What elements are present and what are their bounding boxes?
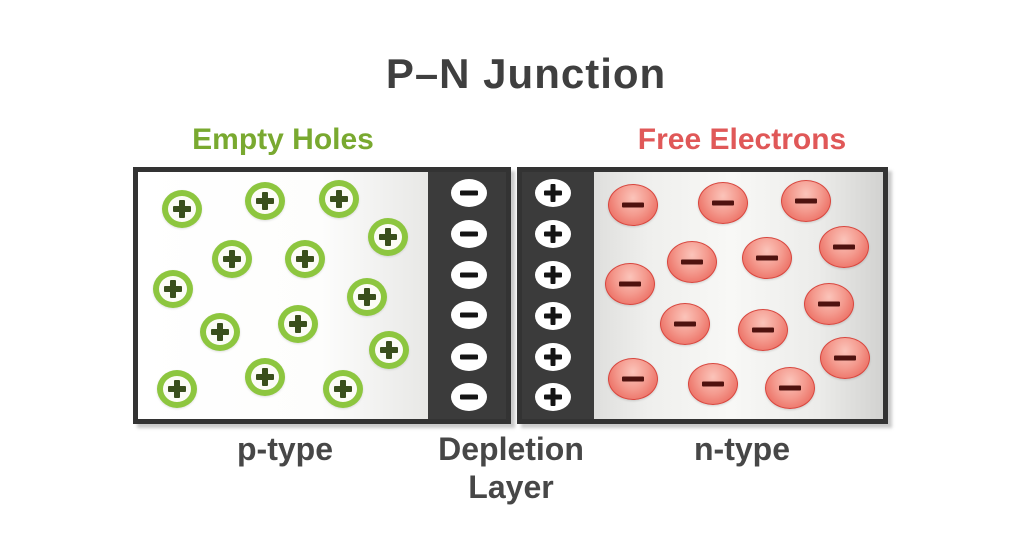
plus-icon — [535, 343, 571, 371]
minus-icon — [451, 301, 487, 329]
electron-particle — [688, 363, 738, 405]
diagram-title: P–N Junction — [385, 50, 667, 97]
minus-icon — [606, 264, 654, 304]
minus-icon — [668, 242, 716, 282]
minus-icon — [609, 359, 657, 399]
plus-icon — [353, 284, 381, 310]
minus-icon — [451, 261, 487, 289]
hole-particle — [278, 305, 318, 343]
minus-icon — [451, 179, 487, 207]
positive-ion — [535, 261, 571, 289]
negative-ion — [451, 179, 487, 207]
negative-ion — [451, 383, 487, 411]
plus-icon — [168, 196, 196, 222]
minus-icon — [451, 220, 487, 248]
hole-particle — [157, 370, 197, 408]
plus-icon — [291, 246, 319, 272]
minus-icon — [689, 364, 737, 404]
negative-ion — [451, 343, 487, 371]
hole-particle — [368, 218, 408, 256]
n-type-label: n-type — [694, 431, 790, 467]
electron-particle — [820, 337, 870, 379]
plus-icon — [329, 376, 357, 402]
minus-icon — [820, 227, 868, 267]
positive-ion — [535, 383, 571, 411]
minus-icon — [451, 343, 487, 371]
plus-icon — [251, 364, 279, 390]
electron-particle — [819, 226, 869, 268]
plus-icon — [374, 224, 402, 250]
minus-icon — [699, 183, 747, 223]
negative-ion — [451, 261, 487, 289]
hole-particle — [369, 331, 409, 369]
plus-icon — [535, 261, 571, 289]
plus-icon — [535, 220, 571, 248]
plus-icon — [375, 337, 403, 363]
plus-icon — [535, 383, 571, 411]
positive-ion — [535, 343, 571, 371]
plus-icon — [535, 302, 571, 330]
hole-particle — [153, 270, 193, 308]
electron-particle — [765, 367, 815, 409]
hole-particle — [347, 278, 387, 316]
depletion-layer-label: Depletion Layer — [438, 431, 584, 505]
hole-particle — [162, 190, 202, 228]
plus-icon — [284, 311, 312, 337]
electron-particle — [608, 358, 658, 400]
free-electrons-heading: Free Electrons — [637, 123, 847, 156]
minus-icon — [782, 181, 830, 221]
electron-particle — [804, 283, 854, 325]
positive-ion — [535, 220, 571, 248]
plus-icon — [325, 186, 353, 212]
depletion-strip-positive — [522, 172, 594, 419]
negative-ion — [451, 220, 487, 248]
hole-particle — [319, 180, 359, 218]
hole-particle — [245, 358, 285, 396]
plus-icon — [159, 276, 187, 302]
electron-particle — [742, 237, 792, 279]
depletion-strip-negative — [428, 172, 506, 419]
negative-ion — [451, 301, 487, 329]
electron-particle — [660, 303, 710, 345]
minus-icon — [821, 338, 869, 378]
minus-icon — [766, 368, 814, 408]
minus-icon — [743, 238, 791, 278]
plus-icon — [218, 246, 246, 272]
minus-icon — [451, 383, 487, 411]
p-type-label: p-type — [237, 431, 333, 467]
electron-particle — [738, 309, 788, 351]
empty-holes-heading: Empty Holes — [192, 123, 374, 156]
minus-icon — [805, 284, 853, 324]
minus-icon — [739, 310, 787, 350]
electron-particle — [605, 263, 655, 305]
hole-particle — [323, 370, 363, 408]
positive-ion — [535, 179, 571, 207]
electron-particle — [667, 241, 717, 283]
positive-ion — [535, 302, 571, 330]
hole-particle — [285, 240, 325, 278]
plus-icon — [163, 376, 191, 402]
electron-particle — [698, 182, 748, 224]
hole-particle — [212, 240, 252, 278]
plus-icon — [535, 179, 571, 207]
minus-icon — [609, 185, 657, 225]
minus-icon — [661, 304, 709, 344]
hole-particle — [200, 313, 240, 351]
hole-particle — [245, 182, 285, 220]
plus-icon — [251, 188, 279, 214]
plus-icon — [206, 319, 234, 345]
electron-particle — [608, 184, 658, 226]
electron-particle — [781, 180, 831, 222]
